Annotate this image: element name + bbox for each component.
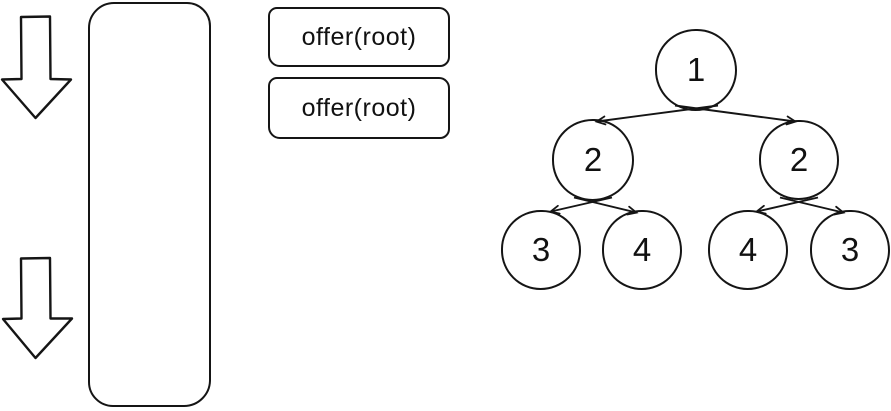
tree-node-label: 3	[531, 231, 551, 268]
tree-node-left-right: 4	[602, 210, 682, 290]
down-arrow-icon	[1, 256, 74, 360]
tree-node-root: 1	[655, 29, 737, 111]
stack-rectangle	[88, 2, 211, 407]
tree-edge-right-rightright	[779, 196, 846, 216]
tree-node-left-left: 3	[501, 210, 581, 290]
tree-node-label: 3	[840, 231, 860, 268]
tree-node-label: 4	[738, 231, 758, 268]
call-box-label: offer(root)	[301, 22, 417, 51]
tree-edge-right-rightleft	[754, 196, 819, 215]
tree-node-label: 4	[632, 231, 652, 268]
call-box: offer(root)	[268, 7, 450, 67]
tree-node-right-right: 3	[810, 210, 890, 290]
tree-node-label: 1	[686, 51, 706, 88]
tree-node-left: 2	[552, 119, 634, 201]
down-arrow-icon	[0, 15, 73, 120]
call-box-label: offer(root)	[301, 93, 417, 122]
tree-node-label: 2	[583, 141, 603, 178]
tree-node-right: 2	[759, 120, 839, 200]
tree-node-right-left: 4	[708, 210, 788, 290]
tree-node-label: 2	[789, 141, 809, 178]
call-box: offer(root)	[268, 77, 450, 139]
